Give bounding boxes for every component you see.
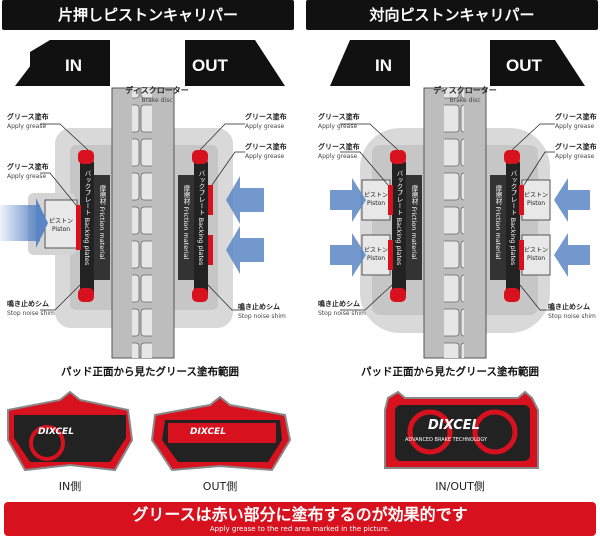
left-panel-title: 片押しピストンキャリパー <box>2 0 294 30</box>
right-panel-title: 対向ピストンキャリパー <box>306 0 598 30</box>
pad-in-side <box>7 390 134 472</box>
backing-plate <box>80 160 94 295</box>
right-caption: パッド正面から見たグリース塗布範囲 <box>361 366 539 378</box>
in-arrow-left <box>15 40 110 86</box>
out-arrow-right <box>490 40 585 86</box>
friction-material <box>94 175 110 280</box>
friction-label: 摩擦材 Friction material <box>494 185 502 260</box>
friction-label: 摩擦材 Friction material <box>98 185 106 260</box>
out-label-left: OUT <box>192 56 228 75</box>
banner-main-text: グリースは赤い部分に塗布するのが効果的です <box>132 505 468 524</box>
friction-label: 摩擦材 Friction material <box>182 185 190 260</box>
in-label-right: IN <box>375 56 392 75</box>
friction-label: 摩擦材 Friction material <box>410 185 418 260</box>
pad-in-label: IN側 <box>58 480 82 493</box>
out-arrow-left <box>185 40 285 86</box>
pad-inout-label: IN/OUT側 <box>435 480 485 493</box>
brake-disc <box>132 88 152 358</box>
brand-logo: DIXCEL <box>428 418 480 433</box>
brand-logo: DIXCEL <box>190 427 226 437</box>
brand-logo: DIXCEL <box>38 427 74 437</box>
backing-plate-label: バックプレート Backing plates <box>197 170 205 266</box>
backing-plate-label: バックプレート Backing plates <box>509 170 517 266</box>
left-caption: パッド正面から見たグリース塗布範囲 <box>61 366 239 378</box>
pad-out-side <box>150 395 292 472</box>
backing-plate-label: バックプレート Backing plates <box>83 170 91 266</box>
pad-out-label: OUT側 <box>202 480 238 493</box>
pad-in-out-side <box>384 390 539 469</box>
out-label-right: OUT <box>506 56 542 75</box>
force-arrow <box>0 205 40 241</box>
grease-instruction-banner: グリースは赤い部分に塗布するのが効果的です Apply grease to th… <box>4 502 596 536</box>
brand-tagline: ADVANCED BRAKE TECHNOLOGY <box>405 437 488 443</box>
backing-plate-label: バックプレート Backing plates <box>395 170 403 266</box>
caliper-diagrams <box>0 40 590 472</box>
banner-sub-text: Apply grease to the red area marked in t… <box>209 525 391 533</box>
in-label-left: IN <box>65 56 82 75</box>
in-arrow-right <box>330 40 410 86</box>
